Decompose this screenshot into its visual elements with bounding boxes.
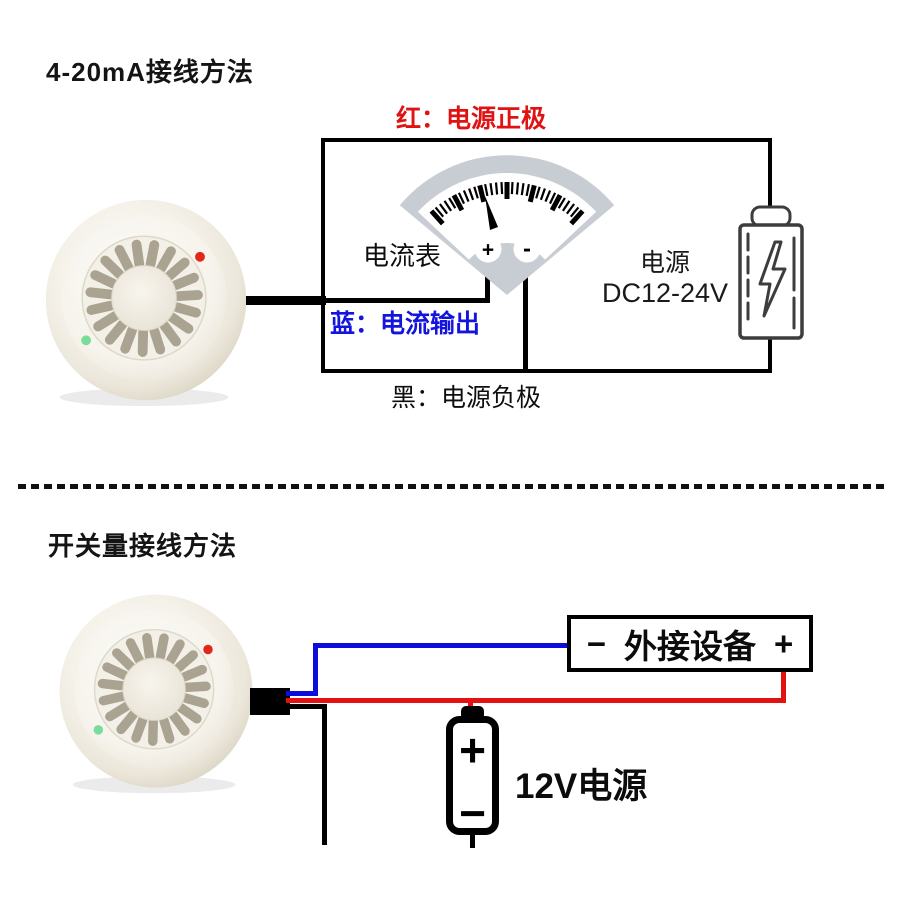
- detector-dome: [122, 657, 186, 721]
- section1-title: 4-20mA接线方法: [46, 57, 254, 87]
- power-supply-label: 电源 DC12-24V: [594, 248, 736, 308]
- section-divider: [18, 484, 888, 489]
- red-wire-label: 红：电源正极: [396, 105, 547, 133]
- ammeter-label: 电流表: [363, 241, 442, 271]
- battery-12v-label: 12V电源: [515, 767, 648, 806]
- black-wire-stub: [286, 704, 327, 709]
- red-wire-riser-to-device-plus: [781, 672, 786, 703]
- blue-wire-riser: [313, 643, 318, 696]
- terminal-minus-circle: [513, 235, 541, 263]
- red-wire-main: [286, 698, 786, 703]
- blue-wire-label: 蓝：电流输出: [330, 310, 481, 338]
- green-led-icon: [81, 335, 92, 346]
- smoke-detector-top: [45, 199, 247, 407]
- wire-right-to-battery-top: [768, 138, 772, 208]
- wire-red-positive-top: [321, 138, 772, 142]
- wire-black-negative-bottom: [321, 369, 772, 373]
- dc-battery-icon: [738, 205, 804, 340]
- vent-slots: [85, 239, 203, 357]
- black-wire-down: [322, 707, 327, 845]
- power-label-line1: 电源: [639, 249, 690, 277]
- battery-minus-sign: −: [459, 787, 486, 839]
- blue-wire-to-device: [313, 643, 569, 648]
- black-wire-label: 黑：电源负极: [391, 384, 542, 412]
- wire-left-cable: [321, 138, 325, 373]
- blue-wire-stub: [286, 691, 318, 696]
- detector-dome: [111, 265, 177, 331]
- wire-detector-cable-thick: [246, 296, 326, 305]
- device-minus-sign: −: [586, 624, 606, 662]
- vent-slots: [97, 632, 211, 746]
- wire-right-from-battery-bottom: [768, 336, 772, 373]
- battery-bottom-stub: [470, 834, 475, 848]
- terminal-minus-sign: -: [523, 236, 531, 263]
- terminal-plus-circle: [474, 235, 502, 263]
- section2-title: 开关量接线方法: [48, 531, 238, 561]
- detector-connector-block: [250, 688, 290, 715]
- lightning-bolt-icon: [758, 240, 787, 318]
- external-device-box: − 外接设备 +: [567, 615, 813, 672]
- smoke-detector-bottom: [59, 594, 253, 794]
- wire-blue-output-horizontal: [323, 298, 488, 303]
- terminal-plus-sign: +: [482, 239, 494, 262]
- battery-body: [446, 716, 499, 835]
- red-led-icon: [195, 251, 205, 262]
- battery-12v-icon: + −: [446, 706, 499, 848]
- battery-plus-sign: +: [459, 724, 486, 776]
- wire-ammeter-minus-drop: [523, 258, 528, 371]
- gauge-ticks: [429, 182, 585, 226]
- power-label-line2: DC12-24V: [601, 278, 729, 308]
- battery-cap: [750, 205, 792, 228]
- green-led-icon: [93, 725, 104, 735]
- gauge-dial: [417, 173, 597, 260]
- device-plus-sign: +: [774, 624, 794, 662]
- gauge-needle: [485, 196, 498, 230]
- ammeter-gauge: + -: [399, 155, 615, 295]
- device-label: 外接设备: [624, 627, 756, 665]
- wire-ammeter-plus-drop: [485, 256, 490, 303]
- red-led-icon: [203, 644, 213, 655]
